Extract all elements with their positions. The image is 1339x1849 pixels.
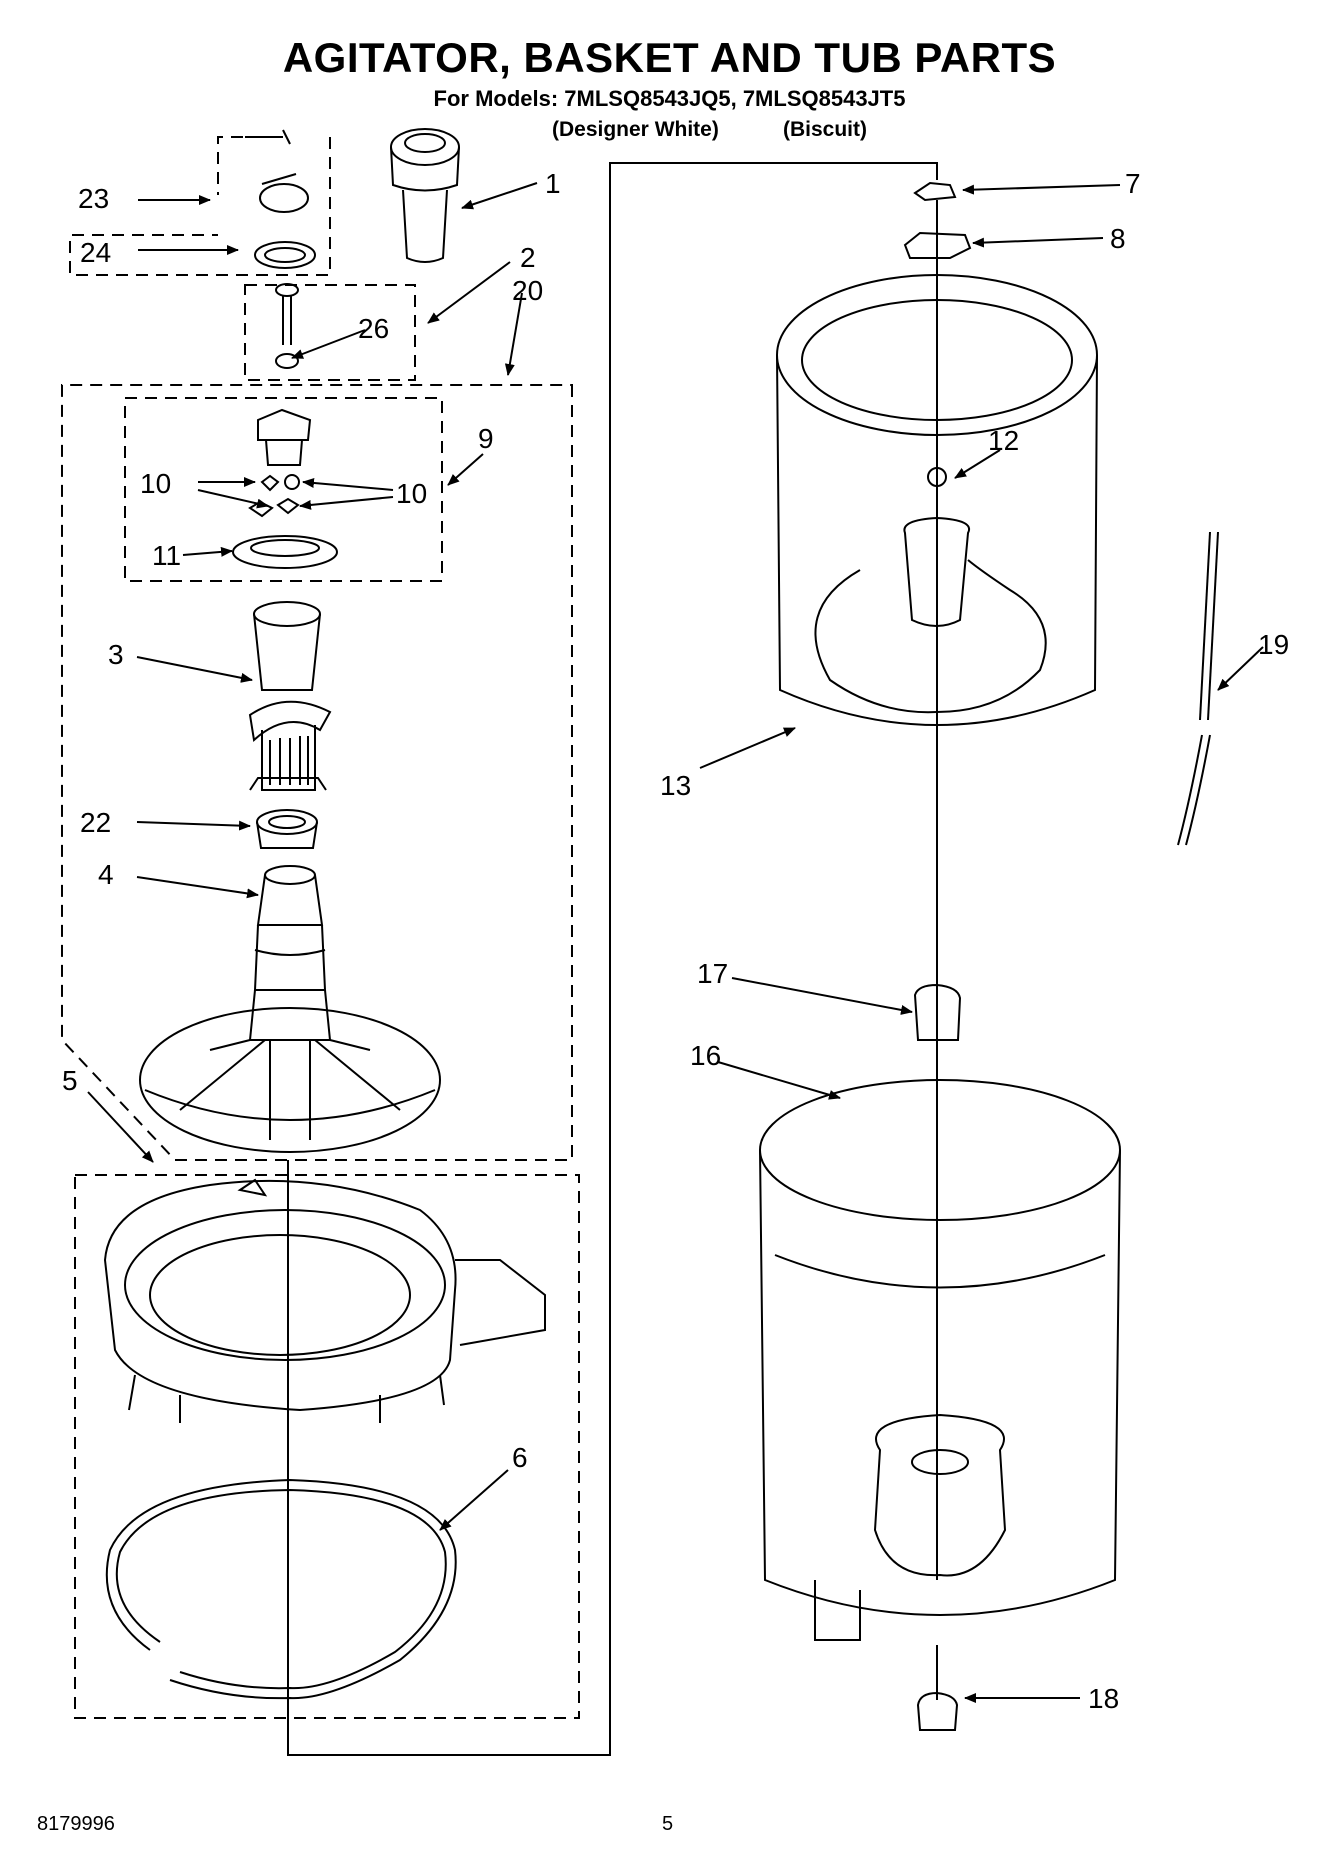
callout-labels: 1 2 3 4 5 6 7 8 9 10 10 11 12 13 16 17 1… (62, 168, 1289, 1714)
callout-26: 26 (358, 313, 389, 344)
part-6-seal (105, 1478, 457, 1700)
footer-part-number: 8179996 (37, 1813, 115, 1835)
variant-biscuit: (Biscuit) (783, 118, 867, 141)
callout-16: 16 (690, 1040, 721, 1071)
leader-arrows (87, 182, 1264, 1703)
part-17-coupling (913, 983, 962, 1041)
callout-18: 18 (1088, 1683, 1119, 1714)
variant-designer-white: (Designer White) (552, 118, 719, 141)
part-9-cam (232, 408, 338, 569)
part-16-tub (759, 1079, 1121, 1641)
part-1-dispenser (390, 128, 460, 263)
part-13-basket (776, 274, 1098, 726)
callout-22: 22 (80, 807, 111, 838)
callout-10-right: 10 (396, 478, 427, 509)
models-line: For Models: 7MLSQ8543JQ5, 7MLSQ8543JT5 (433, 86, 906, 111)
part-23-cap (259, 183, 309, 213)
group-boxes (61, 136, 580, 1719)
callout-9: 9 (478, 423, 494, 454)
part-5-ring (103, 1178, 546, 1423)
part-7-clip (913, 181, 957, 202)
callout-10-left: 10 (140, 468, 171, 499)
callout-19: 19 (1258, 629, 1289, 660)
callout-24: 24 (80, 237, 111, 268)
part-26-bolt (275, 283, 299, 369)
part-24-ring (254, 241, 316, 269)
callout-3: 3 (108, 639, 124, 670)
part-4-agitator-base (139, 865, 441, 1153)
callout-6: 6 (512, 1442, 528, 1473)
callout-12: 12 (988, 425, 1019, 456)
callout-7: 7 (1125, 168, 1141, 199)
callout-23: 23 (78, 183, 109, 214)
page-title: AGITATOR, BASKET AND TUB PARTS (282, 34, 1057, 81)
callout-11: 11 (152, 540, 181, 571)
callout-4: 4 (98, 859, 114, 890)
callout-5: 5 (62, 1065, 78, 1096)
part-19-hose (1199, 531, 1211, 721)
part-3-barrel (248, 601, 332, 791)
callout-8: 8 (1110, 223, 1126, 254)
callout-2: 2 (520, 242, 536, 273)
part-22-dogs (256, 809, 318, 849)
footer-page-number: 5 (662, 1813, 674, 1835)
part-18-plug (916, 1691, 959, 1731)
callout-13: 13 (660, 770, 691, 801)
callout-20: 20 (512, 275, 543, 306)
callout-1: 1 (545, 168, 561, 199)
callout-17: 17 (697, 958, 728, 989)
part-8-bracket (903, 231, 972, 259)
